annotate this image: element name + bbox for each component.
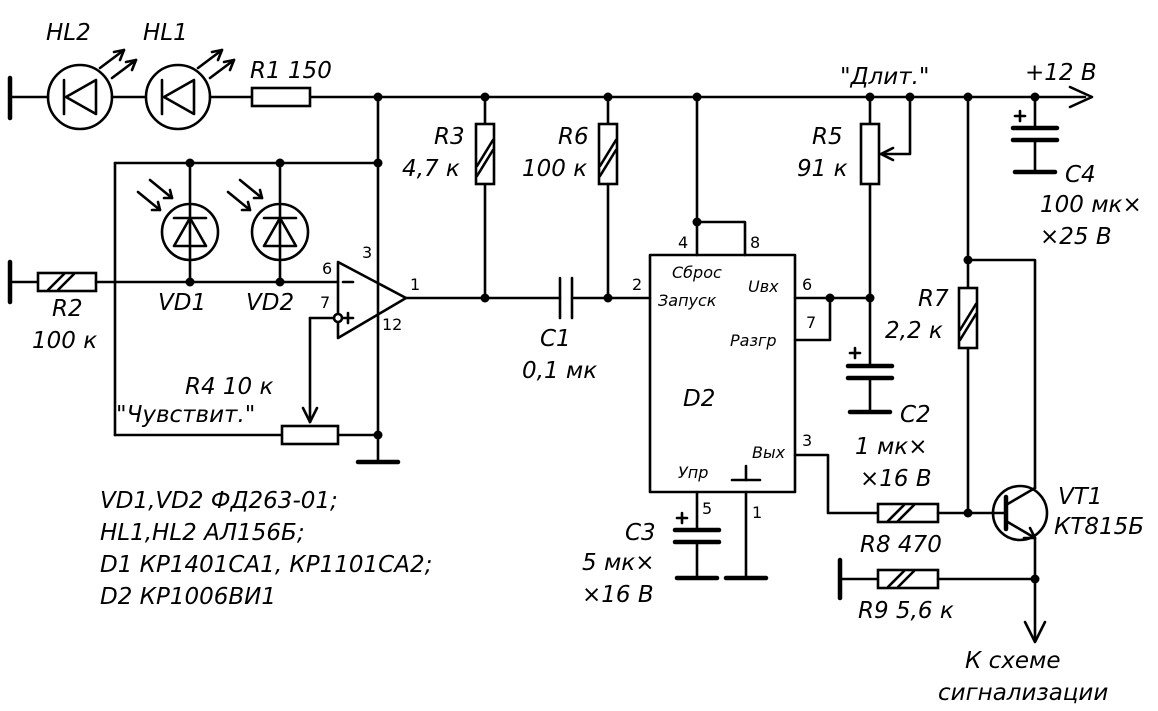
label-r3-name: R3 [434,124,465,150]
pin-oa7: 7 [320,293,330,312]
label-c3-name: C3 [625,520,656,546]
label-r6-name: R6 [558,124,589,150]
chip-label-upr: Упр [678,463,708,482]
note-line-4: D2 КР1006ВИ1 [100,584,276,610]
label-dlit: "Длит." [840,64,929,90]
label-signalizatsii: сигнализации [938,680,1108,706]
note-line-1: VD1,VD2 ФД263-01; [100,488,338,514]
potentiometer-r5 [859,95,912,368]
resistor-r2 [7,259,340,305]
label-hl2: HL2 [46,20,91,46]
capacitor-c2 [845,346,895,415]
pin-d1: 1 [752,503,762,522]
label-c3-value-2: ×16 В [582,582,654,608]
pin-oa6: 6 [322,259,332,278]
label-chuvstvit: "Чувствит." [116,402,255,428]
label-c2-value-1: 1 мк× [855,434,927,460]
label-c1-name: C1 [540,326,571,352]
label-c3-value-1: 5 мк× [582,550,654,576]
chip-label-sbros: Сброс [672,263,722,282]
label-k-skheme: К схеме [965,648,1061,674]
label-r4: R4 10 к [185,374,274,400]
label-vd2: VD2 [246,290,294,316]
chip-label-razgr: Разгр [730,331,777,350]
label-r2-value: 100 к [32,328,97,354]
pin-d5: 5 [702,499,712,518]
label-r5-value: 91 к [797,156,848,182]
led-hl2 [46,48,138,131]
pin-oa3: 3 [362,243,372,262]
photodiode-network [113,95,401,465]
label-r7-name: R7 [918,286,949,312]
note-line-3: D1 КР1401СА1, КР1101СА2; [100,552,432,578]
chip-label-uvh: Uвх [748,277,779,296]
label-r8: R8 470 [860,532,942,558]
label-r9: R9 5,6 к [858,598,954,624]
label-hl1: HL1 [143,20,188,46]
resistor-r1 [250,86,312,108]
resistors-r3-r6 [474,95,619,300]
label-vt1-name: VT1 [1058,484,1102,510]
pin-d8: 8 [750,233,760,252]
label-r6-value: 100 к [522,156,587,182]
label-vt1-value: КТ815Б [1054,514,1144,540]
pin-oa12: 12 [382,315,402,334]
label-c2-value-2: ×16 В [860,466,932,492]
label-vd1: VD1 [158,290,206,316]
label-r5-name: R5 [812,124,843,150]
pin-d3: 3 [802,431,812,450]
capacitor-c3 [672,511,722,581]
note-line-2: HL1,HL2 АЛ156Б; [100,520,305,546]
pin-d4: 4 [678,233,688,252]
potentiometer-r4 [280,424,340,446]
opamp-d1 [301,260,562,424]
label-c2-name: C2 [900,402,931,428]
pin-oa1: 1 [410,275,420,294]
top-rail [7,75,1094,121]
chip-label-zapusk: Запуск [658,291,717,310]
led-hl1 [144,48,236,131]
label-r1: R1 150 [250,58,332,84]
label-c4-value-2: ×25 В [1040,224,1112,250]
label-r3-value: 4,7 к [402,156,460,182]
label-c4-name: C4 [1065,162,1096,188]
chip-label-vyh: Вых [752,443,786,462]
junctions [185,92,1040,584]
label-c4-value-1: 100 мк× [1040,192,1142,218]
capacitor-c4 [1010,95,1060,175]
pin-d7: 7 [806,313,816,332]
label-d2: D2 [683,386,715,412]
pin-d2: 2 [632,275,642,294]
label-plus12: +12 В [1025,60,1097,86]
label-r2-name: R2 [52,296,83,322]
pin-d6: 6 [802,275,812,294]
label-r7-value: 2,2 к [885,318,943,344]
label-c1-value: 0,1 мк [522,358,597,384]
